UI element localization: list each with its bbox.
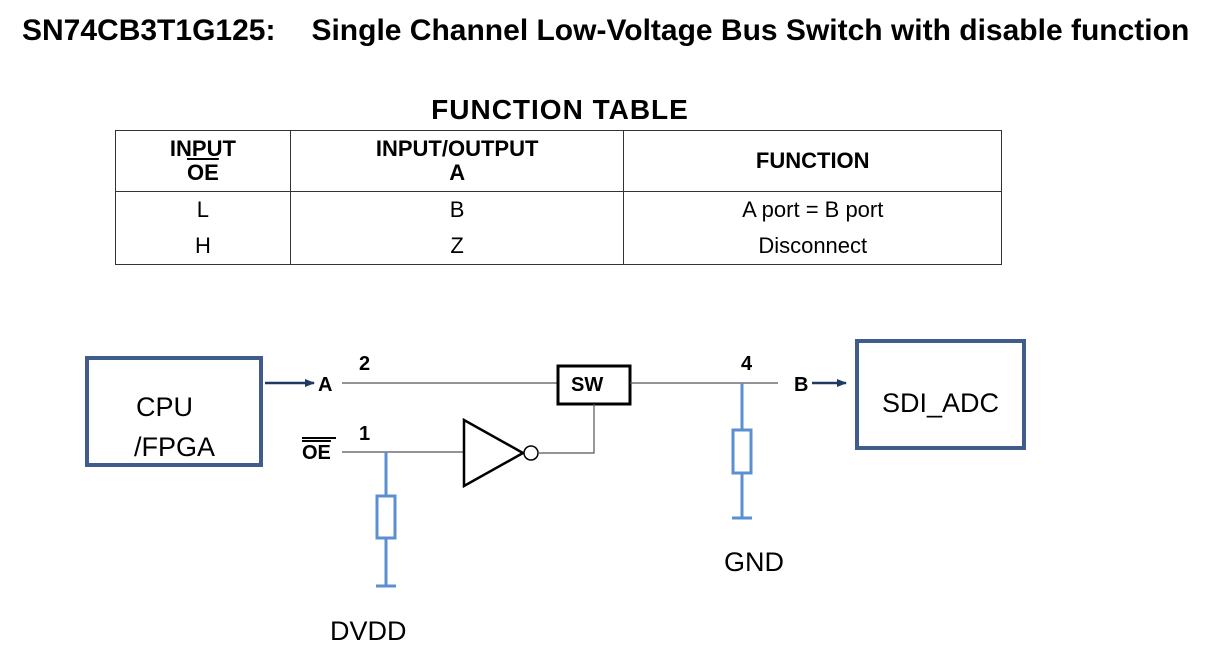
- header-input-top: INPUT: [169, 136, 236, 161]
- header-io-bottom: A: [449, 160, 466, 185]
- pin-a-number: 2: [359, 353, 370, 375]
- cell-function: A port = B port: [623, 191, 1002, 228]
- pin-oe-number: 1: [359, 423, 370, 445]
- sdi-adc-box: [855, 339, 1026, 450]
- header-io: INPUT/OUTPUT A: [289, 130, 625, 192]
- function-table-header: INPUT OE INPUT/OUTPUT A FUNCTION: [115, 130, 1002, 192]
- cpu-label: CPU: [136, 392, 193, 422]
- header-function: FUNCTION: [623, 130, 1002, 192]
- pin-b-number: 4: [741, 353, 753, 375]
- cell-input: H: [115, 228, 291, 265]
- part-description: Single Channel Low-Voltage Bus Switch wi…: [311, 14, 1190, 47]
- pin-oe-label: OE: [302, 442, 331, 464]
- switch-label: SW: [571, 374, 603, 396]
- sdi-adc-label: SDI_ADC: [882, 388, 999, 418]
- table-row: H Z Disconnect: [115, 228, 1002, 265]
- inverter-bubble: [523, 445, 539, 461]
- part-number: SN74CB3T1G125:: [22, 14, 276, 47]
- cell-io: B: [289, 191, 625, 228]
- gnd-label: GND: [724, 547, 784, 577]
- table-row: L B A port = B port: [115, 191, 1002, 228]
- header-io-top: INPUT/OUTPUT: [375, 136, 539, 161]
- header-input-bottom: OE: [187, 160, 219, 185]
- function-table-title: FUNCTION TABLE: [431, 94, 689, 125]
- inverter-triangle: [462, 417, 526, 489]
- switch-box: [556, 364, 632, 406]
- function-table: INPUT OE INPUT/OUTPUT A FUNCTION L B A p…: [115, 130, 1002, 265]
- gnd-resistor: [731, 428, 753, 475]
- fpga-label: /FPGA: [134, 432, 215, 462]
- dvdd-resistor: [375, 494, 397, 540]
- pin-a-label: A: [318, 374, 332, 396]
- cell-io: Z: [289, 228, 625, 265]
- switch-control-line: [538, 404, 595, 454]
- cell-function: Disconnect: [623, 228, 1002, 265]
- header-input: INPUT OE: [115, 130, 291, 192]
- page-title: SN74CB3T1G125: Single Channel Low-Voltage…: [22, 14, 1189, 48]
- cpu-fpga-box: [85, 356, 263, 467]
- cell-input: L: [115, 191, 291, 228]
- pin-b-label: B: [794, 374, 808, 396]
- dvdd-label: DVDD: [330, 616, 407, 646]
